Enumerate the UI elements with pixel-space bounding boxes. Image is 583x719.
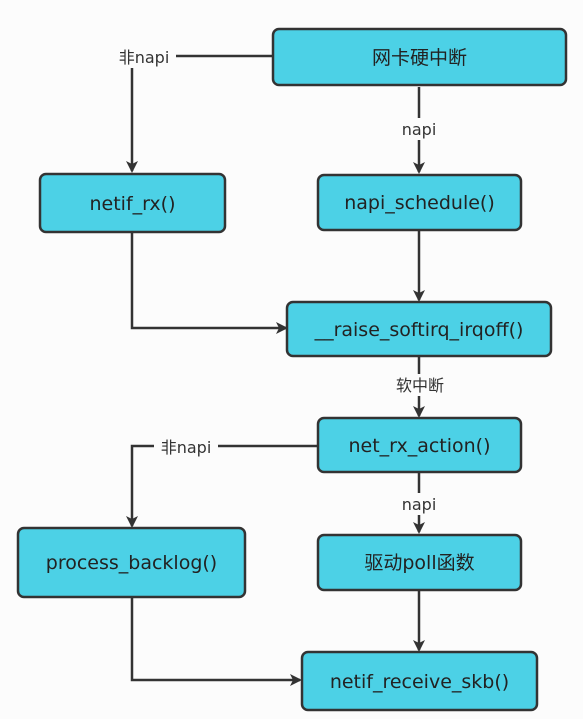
- node-napi-schedule: napi_schedule(): [316, 173, 523, 232]
- node-raise-softirq-label: __raise_softirq_irqoff(): [314, 319, 524, 341]
- edge-net-rx-to-backlog: 非napi: [126, 436, 318, 528]
- node-netif-receive-skb: netif_receive_skb(): [300, 650, 539, 712]
- edge-label-non-napi-2: 非napi: [161, 438, 212, 457]
- node-net-rx-action-label: net_rx_action(): [348, 435, 490, 457]
- edge-label-napi-1: napi: [402, 120, 437, 139]
- edge-raise-to-net-rx-action: 软中断: [389, 356, 451, 418]
- node-net-rx-action: net_rx_action(): [316, 416, 523, 474]
- edge-label-napi-2: napi: [402, 495, 437, 514]
- edge-label-non-napi-1: 非napi: [119, 48, 170, 67]
- node-netif-receive-skb-label: netif_receive_skb(): [330, 671, 509, 693]
- edge-backlog-to-receive-skb: [130, 597, 302, 686]
- node-napi-schedule-label: napi_schedule(): [344, 192, 495, 214]
- edge-net-rx-to-poll: napi: [396, 472, 442, 534]
- edge-label-softirq: 软中断: [396, 376, 444, 395]
- node-netif-rx-label: netif_rx(): [89, 193, 175, 215]
- node-poll-func-label: 驱动poll函数: [364, 552, 474, 574]
- node-poll-func: 驱动poll函数: [316, 533, 523, 592]
- node-process-backlog-label: process_backlog(): [46, 552, 217, 574]
- edge-hardirq-to-netif-rx: 非napi: [112, 46, 273, 173]
- node-process-backlog: process_backlog(): [16, 526, 247, 599]
- edge-hardirq-to-napi-schedule: napi: [396, 87, 442, 174]
- edge-netif-rx-to-raise: [130, 232, 288, 334]
- node-nic-hardirq: 网卡硬中断: [271, 27, 568, 87]
- node-nic-hardirq-label: 网卡硬中断: [372, 47, 467, 69]
- node-raise-softirq: __raise_softirq_irqoff(): [285, 300, 553, 358]
- node-netif-rx: netif_rx(): [38, 172, 227, 234]
